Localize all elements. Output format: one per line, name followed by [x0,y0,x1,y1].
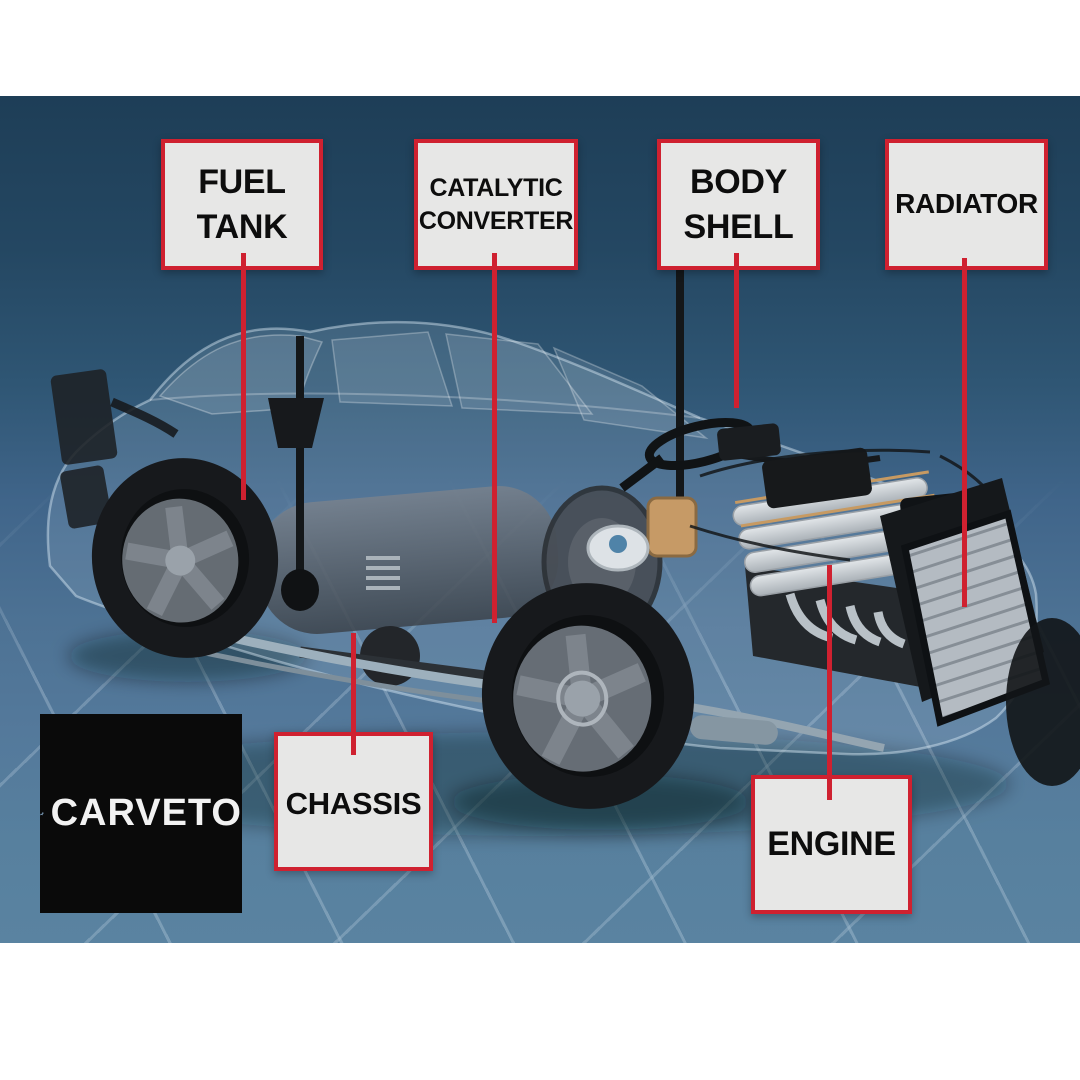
bottom-white-band [0,943,1080,1080]
leader-line-catalytic-converter [492,253,497,623]
rear-interior-parts [50,369,179,529]
car-cutaway-illustration [46,242,1080,836]
leader-line-chassis [351,633,356,755]
top-white-band [0,0,1080,96]
carveto-logo: CARVETO [40,714,242,913]
label-body-shell: BODY SHELL [657,139,820,270]
rear-wheel [91,458,279,658]
label-catalytic-converter: CATALYTIC CONVERTER [414,139,578,270]
leader-line-radiator [962,258,967,607]
car-check-icon [40,811,44,815]
label-radiator: RADIATOR [885,139,1048,270]
leader-line-fuel-tank [241,253,246,500]
logo-wordmark: CARVETO [50,792,242,834]
leader-line-engine [827,565,832,800]
front-wheel [481,583,695,809]
label-fuel-tank: FUEL TANK [161,139,323,270]
leader-line-body-shell [734,253,739,408]
